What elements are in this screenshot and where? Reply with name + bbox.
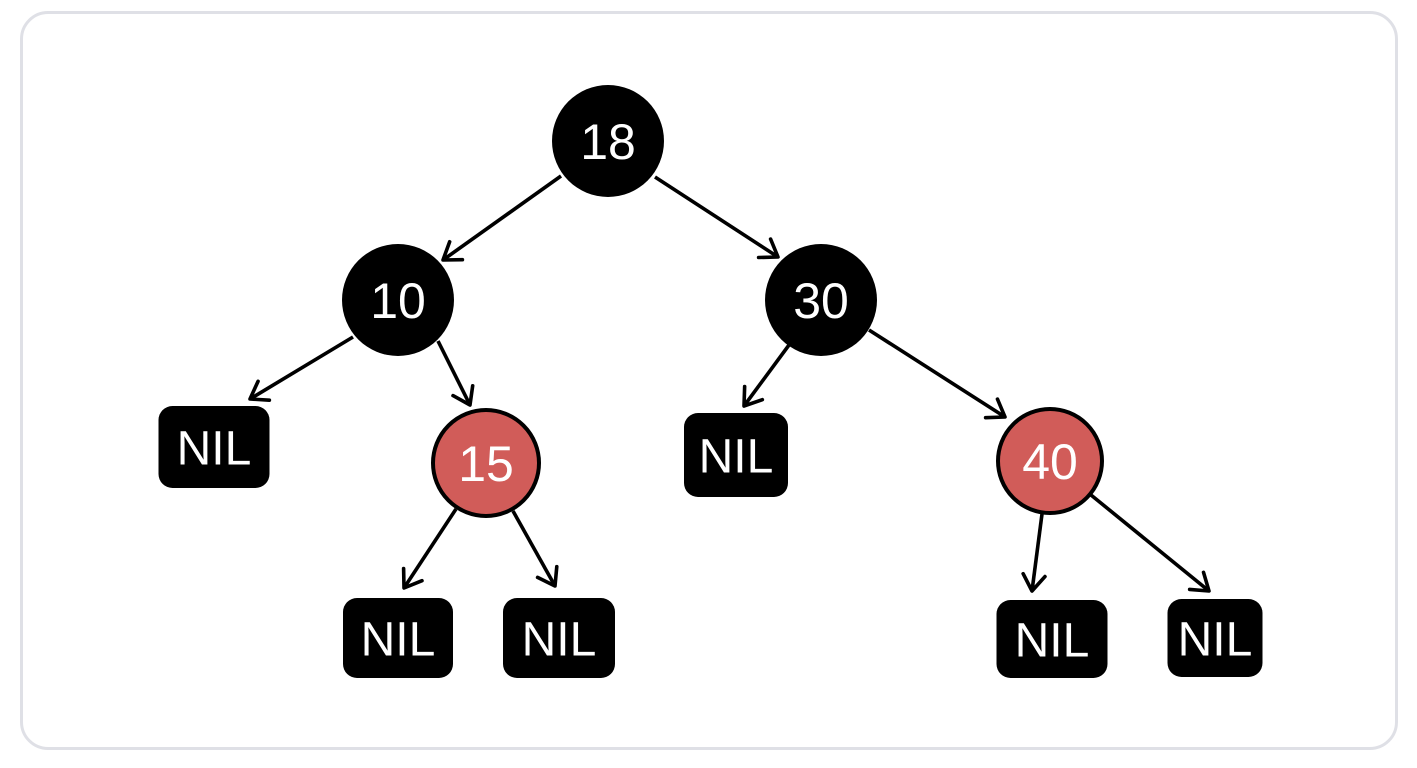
edge-n18-to-n30 xyxy=(654,175,780,260)
tree-node-15-red: 15 xyxy=(431,408,541,518)
node-label: NIL xyxy=(177,422,252,475)
nil-box xyxy=(343,598,453,678)
nil-leaf-node: NIL xyxy=(684,413,788,497)
tree-node-18-black: 18 xyxy=(552,85,664,197)
edge-n10-to-nil1 xyxy=(248,335,354,402)
node-circle xyxy=(996,407,1104,515)
node-circle xyxy=(552,85,664,197)
node-circle xyxy=(765,244,877,356)
node-circle xyxy=(342,244,454,356)
nil-leaf-node: NIL xyxy=(1167,599,1263,677)
edges-layer xyxy=(248,174,1211,593)
node-label: 30 xyxy=(793,273,849,329)
tree-node-30-black: 30 xyxy=(765,244,877,356)
nil-box xyxy=(503,598,615,678)
edge-n10-to-n15 xyxy=(436,340,475,407)
tree-node-40-red: 40 xyxy=(996,407,1104,515)
nil-box xyxy=(996,600,1108,678)
node-label: NIL xyxy=(699,430,774,483)
nil-box xyxy=(158,406,270,488)
edge-n15-to-nil3 xyxy=(401,508,458,590)
edge-n40-to-nil6 xyxy=(1089,493,1211,593)
node-label: NIL xyxy=(361,613,436,666)
node-label: NIL xyxy=(1015,614,1090,667)
node-label: NIL xyxy=(1178,613,1253,666)
edge-n30-to-n40 xyxy=(868,328,1007,420)
nil-leaf-node: NIL xyxy=(158,406,270,488)
node-label: 40 xyxy=(1022,434,1078,490)
node-label: 18 xyxy=(580,114,636,170)
edge-n15-to-nil4 xyxy=(511,510,559,588)
node-label: NIL xyxy=(522,613,597,666)
edge-n30-to-nil2 xyxy=(742,343,791,408)
nil-leaf-node: NIL xyxy=(503,598,615,678)
nil-box xyxy=(1167,599,1263,677)
edge-n18-to-n10 xyxy=(441,174,563,262)
edge-n40-to-nil5 xyxy=(1021,513,1047,593)
nil-leaf-node: NIL xyxy=(343,598,453,678)
nil-leaf-node: NIL xyxy=(996,600,1108,678)
node-circle xyxy=(431,408,541,518)
tree-node-10-black: 10 xyxy=(342,244,454,356)
node-label: 15 xyxy=(458,436,514,492)
node-label: 10 xyxy=(370,273,426,329)
nil-box xyxy=(684,413,788,497)
